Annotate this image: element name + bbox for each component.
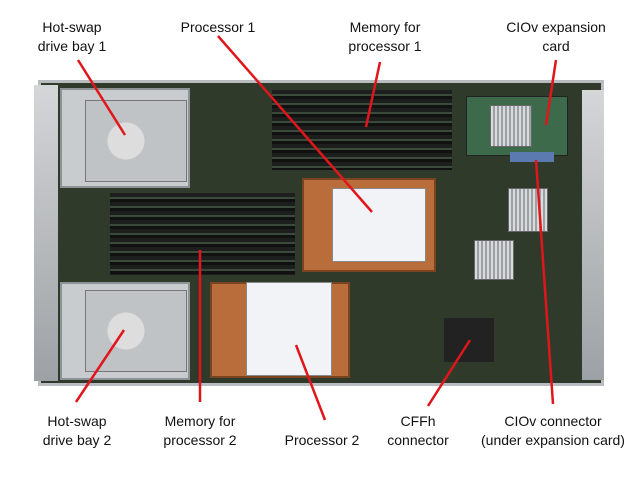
pointer-bay2 [74, 329, 126, 403]
ciov-connector [510, 152, 554, 162]
pointer-ciov-card [544, 59, 558, 126]
hard-drive-1 [85, 100, 187, 182]
label-hot-swap-drive-bay-2: Hot-swap drive bay 2 [42, 413, 112, 448]
label-ciov-connector: CIOv connector (under expansion card) [481, 413, 625, 448]
pointer-cffh [426, 339, 472, 407]
hard-drive-2 [85, 290, 187, 372]
label-memory-processor-2: Memory for processor 2 [163, 413, 237, 448]
processor-2-label [246, 282, 332, 376]
label-ciov-expansion-card: CIOv expansion card [506, 19, 606, 54]
pointer-bay1 [76, 59, 127, 136]
memory-dimms-processor-1 [272, 90, 452, 170]
processor-1-label [332, 188, 426, 262]
label-memory-processor-1: Memory for processor 1 [348, 19, 422, 54]
pointer-proc1 [217, 35, 373, 213]
pointer-mem1 [364, 61, 382, 128]
pointer-proc2 [294, 344, 327, 421]
label-hot-swap-drive-bay-1: Hot-swap drive bay 1 [37, 19, 107, 54]
label-cffh-connector: CFFh connector [387, 413, 449, 448]
pointer-ciov-conn [534, 159, 555, 405]
memory-dimms-processor-2 [110, 193, 295, 275]
chipset-heatsink-2 [474, 240, 514, 280]
rear-connectors [582, 90, 604, 380]
front-bezel [34, 85, 58, 381]
ciov-card-heatsink [490, 105, 532, 147]
label-processor-2: Processor 2 [284, 432, 360, 448]
label-processor-1: Processor 1 [180, 19, 256, 35]
